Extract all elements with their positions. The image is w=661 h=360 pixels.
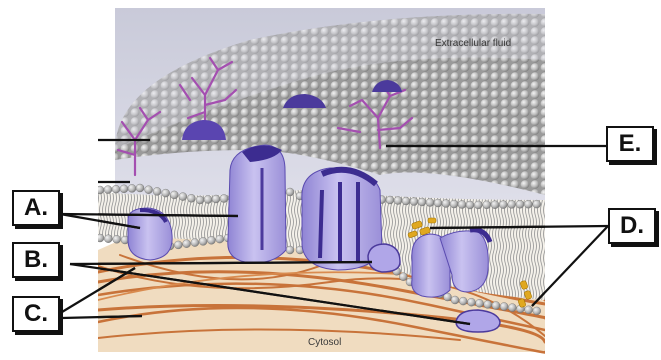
phospholipid-head: [199, 237, 207, 245]
phospholipid-head: [286, 188, 294, 196]
extracellular-fluid-label: Extracellular fluid: [435, 38, 511, 49]
phospholipid-head: [212, 195, 220, 203]
phospholipid-head: [467, 298, 475, 306]
phospholipid-head: [516, 200, 524, 208]
phospholipid-head: [466, 201, 474, 209]
phospholipid-head: [442, 200, 450, 208]
phospholipid-head: [174, 241, 182, 249]
peripheral-protein-inner: [368, 244, 400, 272]
phospholipid-head: [120, 185, 128, 193]
phospholipid-head: [508, 200, 516, 208]
phospholipid-head: [426, 199, 434, 207]
phospholipid-head: [183, 240, 191, 248]
phospholipid-head: [476, 299, 484, 307]
phospholipid-head: [483, 201, 491, 209]
phospholipid-head: [491, 201, 499, 209]
label-c: C.: [12, 296, 60, 332]
right-margin: [545, 0, 661, 360]
phospholipid-head: [104, 186, 112, 194]
phospholipid-head: [179, 193, 187, 201]
phospholipid-head: [394, 197, 402, 205]
phospholipid-head: [451, 296, 459, 304]
phospholipid-head: [525, 306, 533, 314]
phospholipid-head: [418, 198, 426, 206]
phospholipid-head: [499, 201, 507, 209]
cytosol-label: Cytosol: [308, 337, 341, 348]
phospholipid-head: [136, 184, 144, 192]
phospholipid-head: [112, 185, 120, 193]
phospholipid-head: [386, 196, 394, 204]
phospholipid-head: [410, 198, 418, 206]
phospholipid-head: [450, 200, 458, 208]
label-a: A.: [12, 190, 60, 226]
phospholipid-head: [204, 196, 212, 204]
phospholipid-head: [113, 235, 121, 243]
phospholipid-head: [484, 300, 492, 308]
phospholipid-head: [533, 200, 541, 208]
phospholipid-head: [207, 236, 215, 244]
phospholipid-head: [170, 191, 178, 199]
phospholipid-head: [104, 235, 112, 243]
phospholipid-head: [524, 200, 532, 208]
phospholipid-head: [533, 307, 541, 315]
phospholipid-head: [153, 187, 161, 195]
phospholipid-head: [162, 189, 170, 197]
phospholipid-head: [434, 199, 442, 207]
phospholipid-head: [286, 246, 294, 254]
phospholipid-head: [196, 196, 204, 204]
label-e: E.: [606, 126, 654, 162]
channel-protein-center: [228, 145, 286, 263]
phospholipid-head: [145, 186, 153, 194]
phospholipid-head: [492, 302, 500, 310]
phospholipid-head: [508, 304, 516, 312]
phospholipid-head: [459, 297, 467, 305]
phospholipid-head: [220, 195, 228, 203]
phospholipid-head: [399, 273, 407, 281]
phospholipid-head: [128, 184, 136, 192]
phospholipid-head: [402, 197, 410, 205]
phospholipid-head: [187, 194, 195, 202]
label-b: B.: [12, 242, 60, 278]
phospholipid-head: [500, 303, 508, 311]
phospholipid-head: [474, 201, 482, 209]
phospholipid-head: [216, 235, 224, 243]
phospholipid-head: [191, 239, 199, 247]
label-d: D.: [608, 208, 656, 244]
phospholipid-head: [458, 201, 466, 209]
peripheral-protein-bottom: [456, 310, 500, 332]
